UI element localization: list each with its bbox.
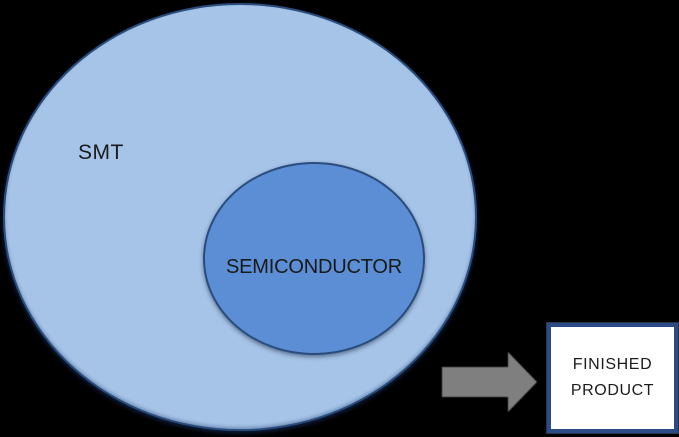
semiconductor-inner-circle — [203, 162, 425, 355]
right-arrow-shape — [442, 352, 537, 412]
finished-product-box: FINISHED PRODUCT — [547, 323, 678, 433]
smt-label: SMT — [78, 141, 124, 164]
finished-product-label-line2: PRODUCT — [570, 382, 655, 399]
right-arrow-icon — [442, 352, 537, 412]
semiconductor-label: SEMICONDUCTOR — [226, 256, 402, 278]
finished-product-label-line1: FINISHED — [572, 356, 653, 373]
